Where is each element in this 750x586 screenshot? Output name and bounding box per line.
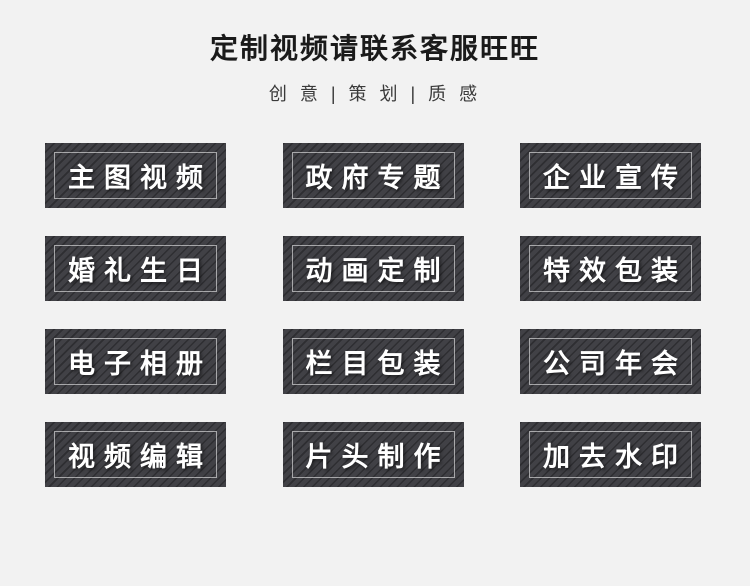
service-tile-label: 栏目包装 xyxy=(305,349,450,379)
service-tile-label: 片头制作 xyxy=(305,442,450,472)
service-tile-program-packaging[interactable]: 栏目包装 xyxy=(282,329,464,394)
page-title: 定制视频请联系客服旺旺 xyxy=(209,33,540,64)
service-tile-label: 特效包装 xyxy=(543,256,687,286)
service-tile-label: 动画定制 xyxy=(305,256,450,286)
service-tile-digital-album[interactable]: 电子相册 xyxy=(45,329,226,394)
service-tile-corporate-promo[interactable]: 企业宣传 xyxy=(520,143,701,208)
page-subtitle: 创 意 | 策 划 | 质 感 xyxy=(268,84,482,104)
service-tile-government-feature[interactable]: 政府专题 xyxy=(282,143,464,208)
service-tile-video-editing[interactable]: 视频编辑 xyxy=(45,422,226,487)
service-tile-watermark-add-remove[interactable]: 加去水印 xyxy=(520,422,701,487)
service-tile-intro-production[interactable]: 片头制作 xyxy=(282,422,464,487)
service-tile-custom-animation[interactable]: 动画定制 xyxy=(282,236,464,301)
service-tile-vfx-packaging[interactable]: 特效包装 xyxy=(520,236,701,301)
service-tile-label: 视频编辑 xyxy=(68,442,212,472)
service-tile-label: 加去水印 xyxy=(543,442,687,472)
service-tile-label: 婚礼生日 xyxy=(68,256,212,286)
service-tile-label: 电子相册 xyxy=(68,349,212,379)
services-grid: 主图视频 政府专题 企业宣传 婚礼生日 动画定制 特效包装 电子相册 栏目包装 … xyxy=(45,143,701,487)
service-tile-company-annual-meeting[interactable]: 公司年会 xyxy=(520,329,701,394)
service-tile-label: 政府专题 xyxy=(305,163,450,193)
service-tile-label: 企业宣传 xyxy=(543,163,687,193)
service-tile-label: 公司年会 xyxy=(543,349,687,379)
service-tile-label: 主图视频 xyxy=(68,163,212,193)
service-tile-wedding-birthday[interactable]: 婚礼生日 xyxy=(45,236,226,301)
service-tile-main-image-video[interactable]: 主图视频 xyxy=(45,143,226,208)
